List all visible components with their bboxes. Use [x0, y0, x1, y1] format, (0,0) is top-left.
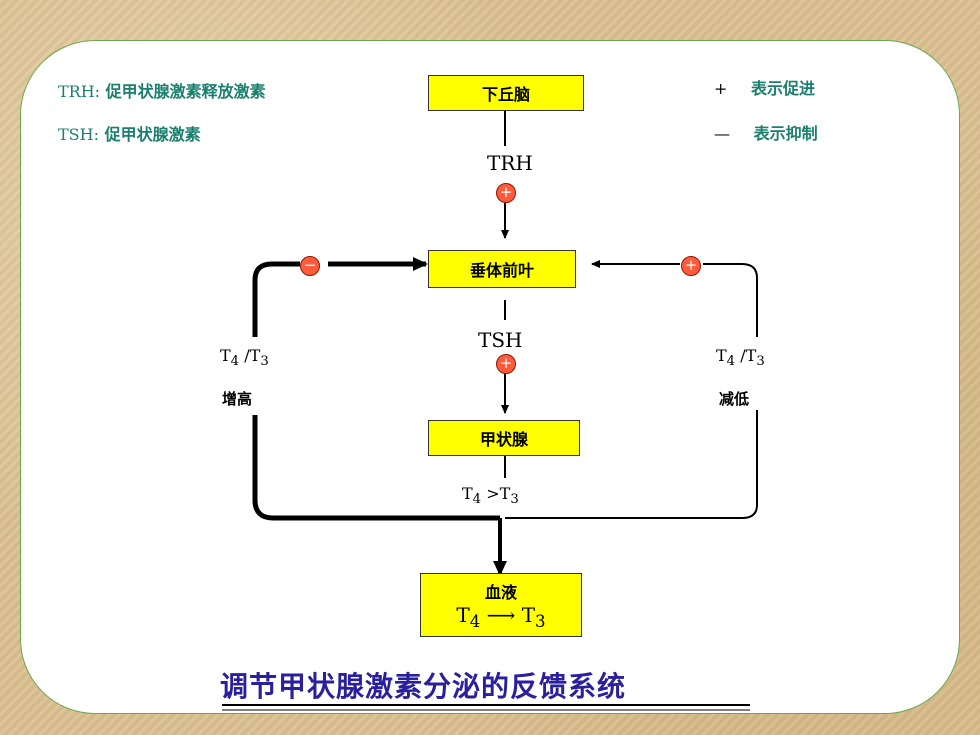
legend-tsh-abbr: TSH: [58, 125, 99, 144]
thyroid-label: 甲状腺 [479, 430, 528, 449]
legend-tsh: TSH: 促甲状腺激素 [58, 121, 201, 145]
trh-label: TRH [487, 151, 533, 175]
trh-promote-icon: + [496, 183, 516, 203]
blood-formula: T4 ⟶ T3 [456, 603, 546, 631]
thyroid-box: 甲状腺 [428, 420, 580, 456]
right-feedback-loop-lower [505, 410, 758, 519]
right-hormone-label: T4 /T3 [716, 346, 765, 370]
legend-inhibit: — 表示抑制 [714, 120, 818, 144]
legend-trh: TRH: 促甲状腺激素释放激素 [58, 78, 266, 102]
blood-label: 血液 [484, 583, 517, 602]
legend-minus-symbol: — [714, 124, 730, 143]
hypothalamus-label: 下丘脑 [481, 85, 530, 104]
tsh-label: TSH [478, 328, 523, 352]
t4-gt-t3-label: T4 >T3 [462, 484, 519, 508]
legend-plus-symbol: + [714, 79, 728, 98]
pituitary-box: 垂体前叶 [428, 250, 576, 288]
hypothalamus-box: 下丘脑 [428, 75, 584, 111]
left-feedback-loop-upper [252, 261, 300, 337]
legend-trh-abbr: TRH: [58, 82, 101, 101]
left-state-label: 增高 [222, 390, 253, 408]
legend-promote-text: 表示促进 [750, 79, 815, 98]
diagram-caption: 调节甲状腺激素分泌的反馈系统 [220, 670, 627, 703]
right-state-label: 减低 [719, 390, 750, 408]
tsh-promote-icon: + [496, 354, 516, 374]
left-inhibit-icon: − [300, 256, 320, 276]
right-promote-icon: + [681, 256, 701, 276]
legend-trh-text: 促甲状腺激素释放激素 [105, 82, 266, 101]
legend-inhibit-text: 表示抑制 [753, 124, 818, 143]
right-feedback-loop-upper [703, 263, 758, 337]
left-hormone-label: T4 /T3 [220, 346, 269, 370]
pituitary-label: 垂体前叶 [469, 261, 534, 280]
legend-tsh-text: 促甲状腺激素 [104, 125, 201, 144]
left-feedback-loop-lower [252, 415, 500, 521]
legend-promote: + 表示促进 [714, 75, 815, 99]
blood-box: 血液 T4 ⟶ T3 [420, 573, 582, 637]
